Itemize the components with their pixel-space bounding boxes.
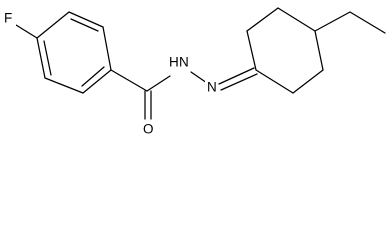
fluorophenyl-ring (36, 11, 112, 94)
ring-bond (102, 26, 112, 71)
fluorine-label-bg (2, 10, 16, 26)
chemical-structure-diagram: F O H N N (2, 7, 386, 137)
carbonyl-oxygen-label: O (143, 122, 154, 137)
imine-double-bond (220, 73, 258, 91)
ethyl-bond (349, 11, 386, 34)
ring-double-bond (43, 40, 52, 76)
oxygen-label-bg (141, 120, 155, 136)
ring-double-bond (81, 66, 105, 87)
amide-hydrogen-label: H (169, 55, 179, 70)
ring-bond (36, 11, 70, 39)
imine-nitrogen-label: N (207, 80, 217, 95)
ring-bond (246, 30, 257, 71)
fluorine-bond (15, 24, 38, 39)
cyclohexylidene-ring (246, 7, 324, 94)
ring-bond (246, 7, 279, 32)
nitrogen-nitrogen-bond (190, 71, 208, 84)
ring-bond (255, 69, 294, 94)
imine-double-bond (218, 67, 255, 85)
ethyl-bond (314, 11, 351, 32)
ring-bond (292, 69, 324, 94)
ring-bond (68, 11, 104, 28)
amide-nitrogen-label: N (179, 55, 189, 70)
fluorine-label: F (4, 11, 12, 26)
imine-label-bg (205, 79, 219, 96)
ring-bond (314, 30, 324, 71)
aryl-carbonyl-bond (110, 69, 148, 92)
ring-bond (36, 37, 46, 79)
nh-label-bg (168, 56, 193, 74)
ring-double-bond (70, 18, 99, 32)
carbonyl-nitrogen-bond (146, 75, 171, 92)
ring-bond (277, 7, 316, 32)
ring-bond (44, 77, 84, 94)
ring-bond (82, 69, 112, 94)
